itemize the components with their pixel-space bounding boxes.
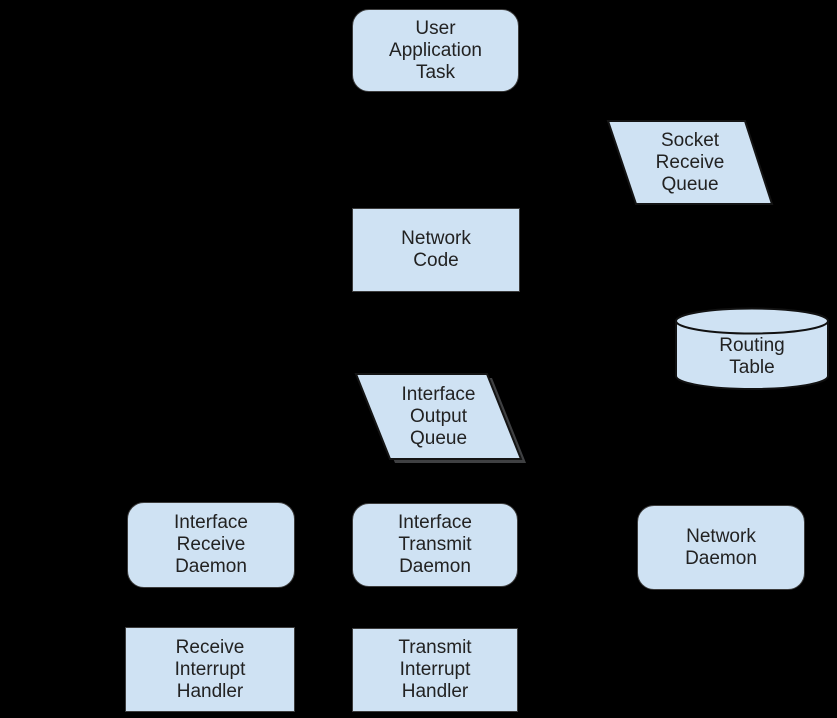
- node-interface-output-queue: Interface Output Queue: [354, 373, 526, 463]
- node-label: User Application Task: [389, 17, 482, 83]
- rectangle-shape: [125, 627, 295, 712]
- rounded-rectangle-shape: [352, 503, 518, 587]
- node-label: Routing Table: [719, 335, 785, 378]
- node-user-application-task: User Application Task: [352, 9, 519, 92]
- node-network-daemon: Network Daemon: [637, 505, 805, 590]
- node-label: Interface Transmit Daemon: [398, 512, 472, 577]
- parallelogram-shape: [606, 120, 774, 205]
- node-interface-transmit-daemon: Interface Transmit Daemon: [352, 503, 518, 587]
- node-label: Receive Interrupt Handler: [174, 636, 246, 702]
- rounded-rectangle-shape: [637, 505, 805, 590]
- node-network-code: Network Code: [352, 208, 520, 292]
- rectangle-shape: [352, 208, 520, 292]
- parallelogram-shape: [354, 373, 526, 463]
- node-interface-receive-daemon: Interface Receive Daemon: [127, 502, 295, 588]
- node-transmit-interrupt-handler: Transmit Interrupt Handler: [352, 628, 518, 712]
- node-label: Socket Receive Queue: [655, 129, 725, 195]
- node-label: Network Daemon: [685, 525, 757, 569]
- rounded-rectangle-shape: [352, 9, 519, 92]
- node-label: Interface Receive Daemon: [174, 512, 248, 577]
- node-receive-interrupt-handler: Receive Interrupt Handler: [125, 627, 295, 712]
- node-label: Interface Output Queue: [401, 383, 476, 449]
- node-label: Transmit Interrupt Handler: [398, 637, 472, 702]
- cylinder-shape: [675, 307, 829, 390]
- node-routing-table: Routing Table: [675, 307, 829, 391]
- rounded-rectangle-shape: [127, 502, 295, 588]
- rectangle-shape: [352, 628, 518, 712]
- node-label: Network Code: [401, 228, 471, 271]
- node-socket-receive-queue: Socket Receive Queue: [606, 120, 774, 205]
